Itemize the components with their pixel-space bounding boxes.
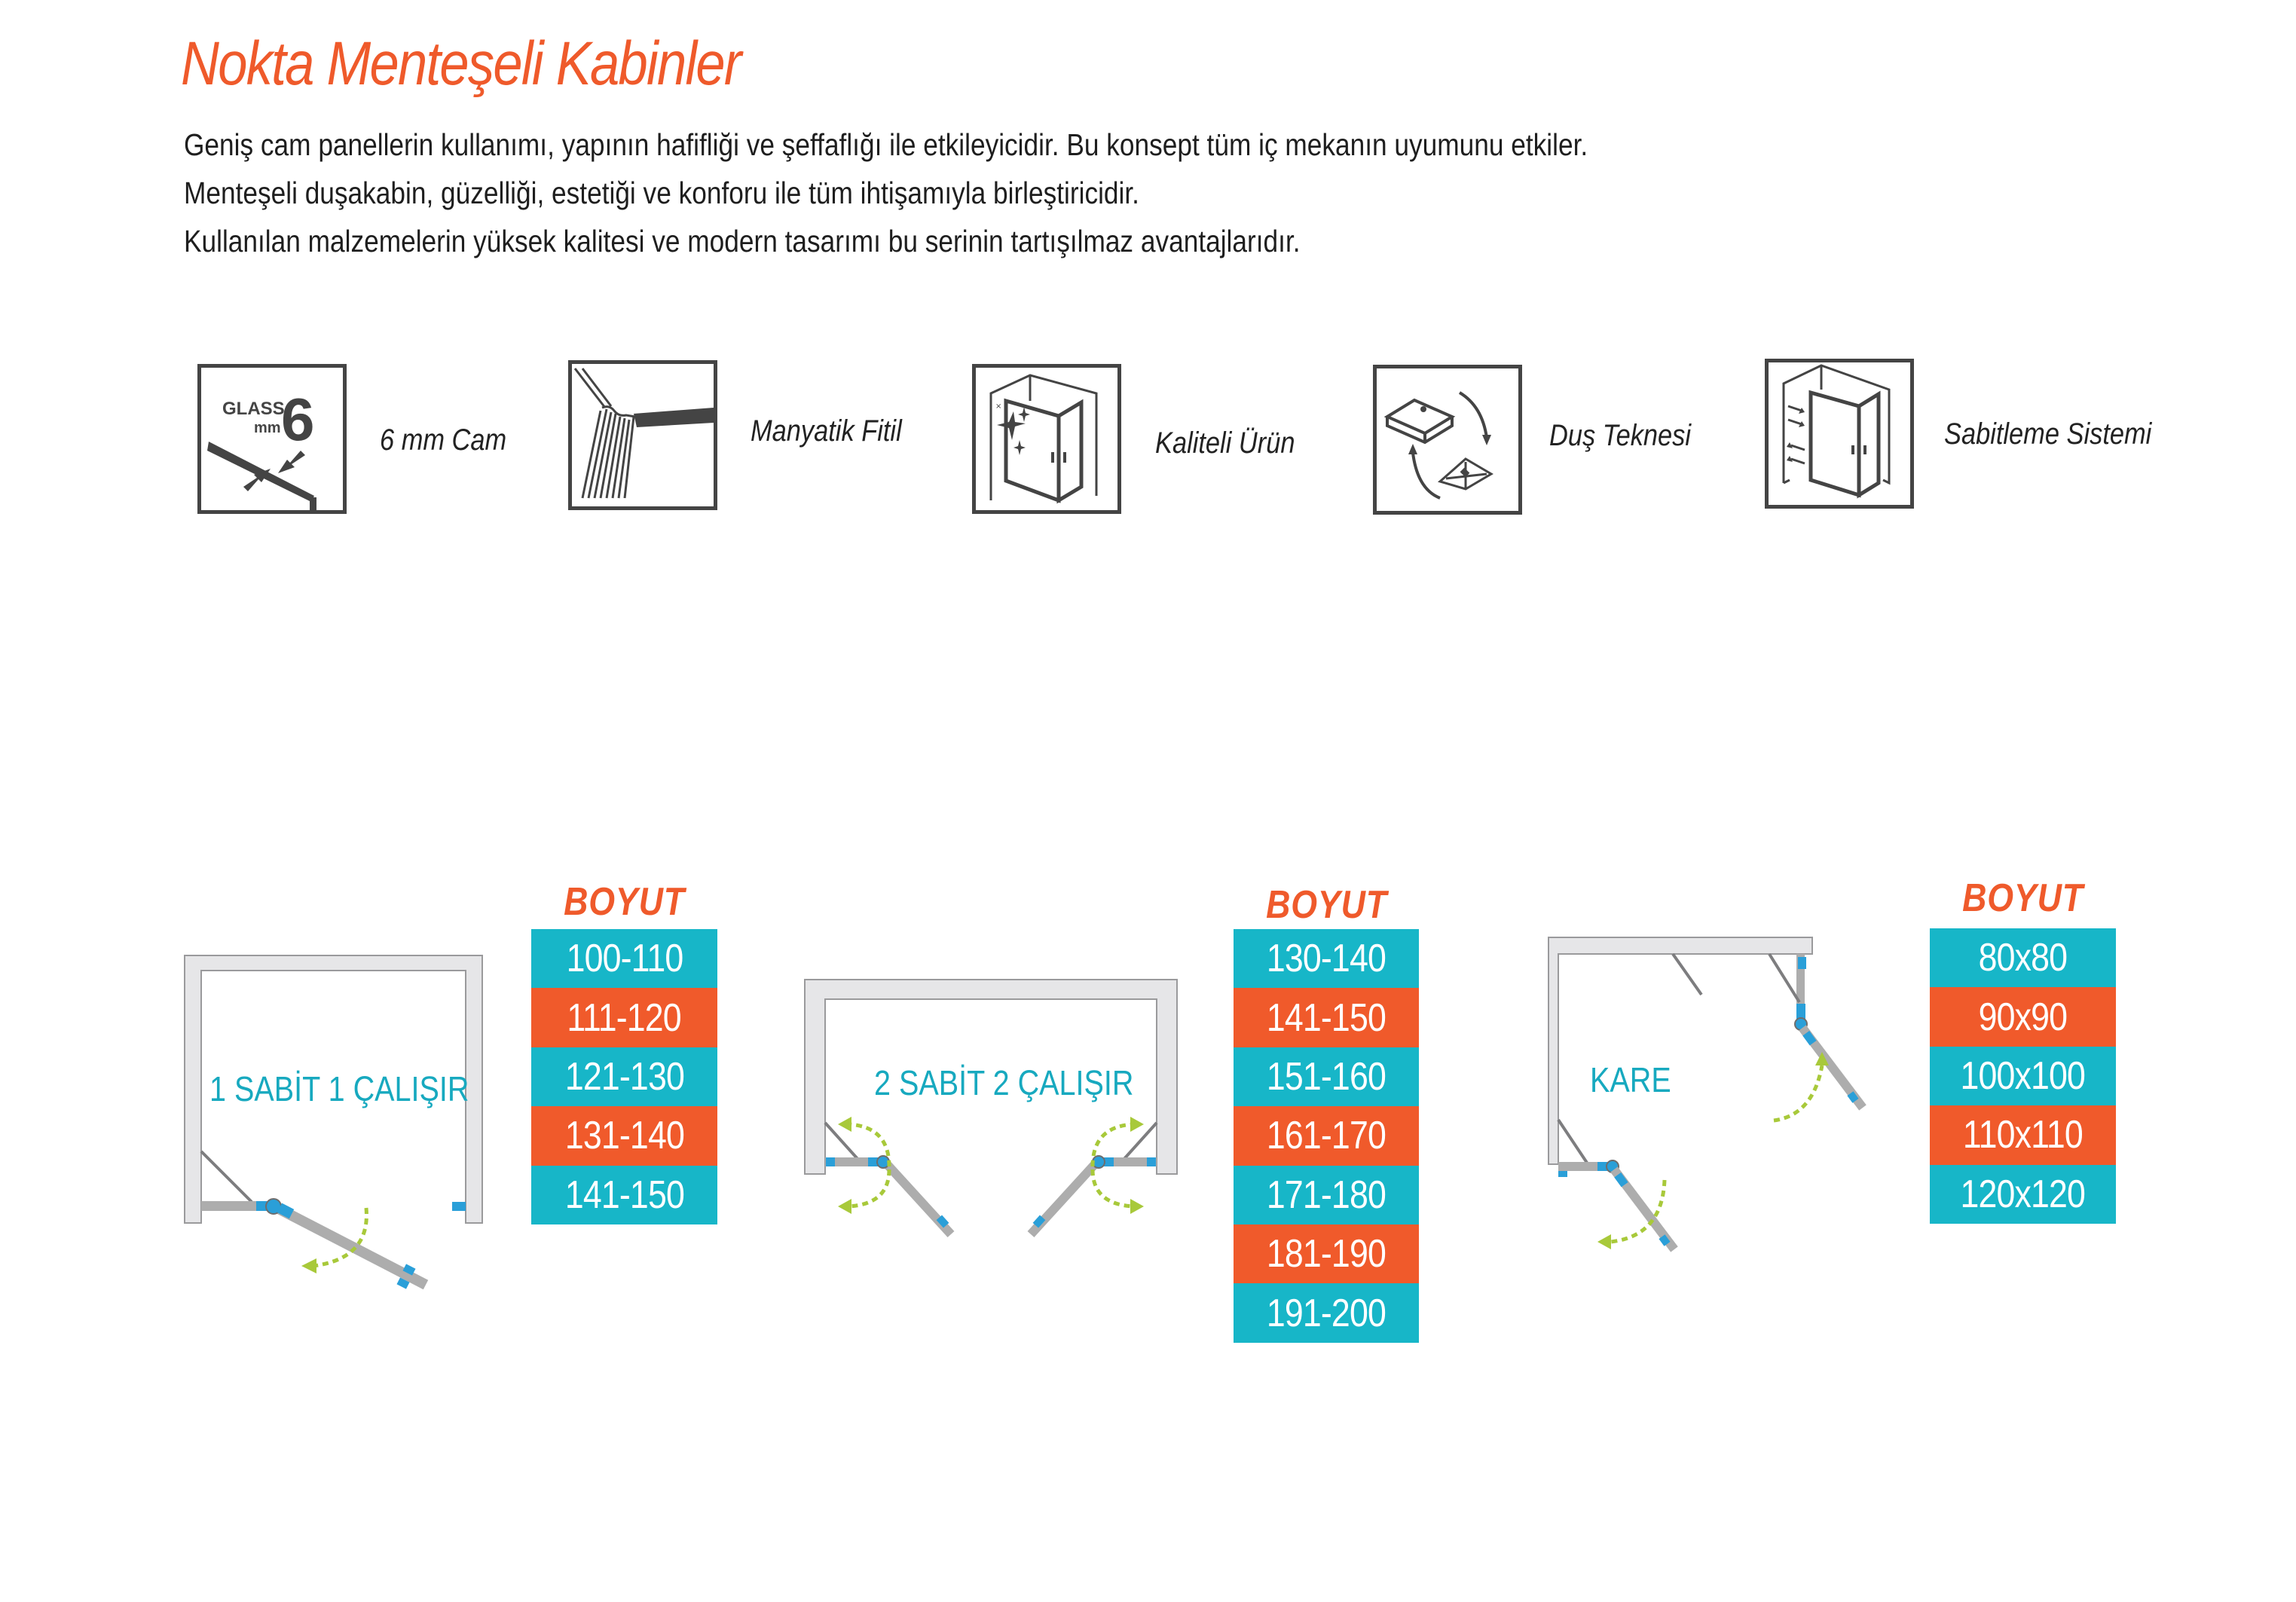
door-panel <box>270 1200 429 1290</box>
mm-text: mm <box>254 420 281 436</box>
swing-arrow-icon <box>838 1199 851 1214</box>
magnet-block <box>452 1202 466 1211</box>
feature-label-glass: 6 mm Cam <box>380 423 507 457</box>
diagram-3-label: KARE <box>1590 1060 1671 1099</box>
swing-arc <box>313 1207 368 1268</box>
size-row: 130-140 <box>1234 929 1419 989</box>
size-table-3: 80x80 90x90 100x100 110x110 120x120 <box>1930 928 2116 1224</box>
fixed-panel-brace <box>200 1150 253 1203</box>
swing-arrow-icon <box>1130 1199 1144 1214</box>
size-row: 131-140 <box>531 1106 717 1166</box>
size-row: 191-200 <box>1234 1283 1419 1343</box>
size-row: 111-120 <box>531 988 717 1047</box>
swing-arrow-icon <box>301 1258 316 1273</box>
size-heading-2: BOYUT <box>1266 883 1387 927</box>
size-row: 100x100 <box>1930 1046 2116 1106</box>
fixed-panel <box>201 1201 258 1211</box>
size-table-2: 130-140 141-150 151-160 161-170 171-180 … <box>1234 929 1419 1343</box>
diagram-2-fixed-2-hinged <box>804 979 1178 1238</box>
size-row: 141-150 <box>1234 988 1419 1047</box>
swing-arrow-icon <box>838 1117 851 1132</box>
size-table-1: 100-110 111-120 121-130 131-140 141-150 <box>531 929 717 1224</box>
intro-line: Menteşeli duşakabin, güzelliği, estetiği… <box>184 176 1139 210</box>
diagram-2-label: 2 SABİT 2 ÇALIŞIR <box>874 1063 1134 1102</box>
quality-product-icon: × <box>972 364 1121 514</box>
intro-paragraph: Geniş cam panellerin kullanımı, yapının … <box>184 121 1588 265</box>
swing-arrow-icon <box>1815 1052 1829 1065</box>
size-row: 80x80 <box>1930 928 2116 988</box>
size-row: 161-170 <box>1234 1106 1419 1166</box>
intro-line: Kullanılan malzemelerin yüksek kalitesi … <box>184 224 1301 258</box>
size-row: 141-150 <box>531 1165 717 1224</box>
size-row: 100-110 <box>531 929 717 989</box>
intro-line: Geniş cam panellerin kullanımı, yapının … <box>184 127 1588 162</box>
feature-label-fixing-system: Sabitleme Sistemi <box>1944 417 2152 451</box>
size-row: 120x120 <box>1930 1164 2116 1224</box>
diagram-1-label: 1 SABİT 1 ÇALIŞIR <box>209 1069 469 1108</box>
feature-label-magnetic-seal: Manyatik Fitil <box>751 414 902 448</box>
fixing-system-icon <box>1765 359 1914 509</box>
feature-label-shower-tray: Duş Teknesi <box>1549 419 1692 452</box>
glass-text: GLASS <box>222 399 285 419</box>
diagram-1-fixed-1-hinged <box>184 955 483 1290</box>
size-row: 181-190 <box>1234 1224 1419 1284</box>
size-heading-3: BOYUT <box>1962 876 2084 920</box>
glass-6mm-icon: GLASS mm 6 <box>197 364 347 514</box>
size-row: 110x110 <box>1930 1105 2116 1165</box>
size-heading-1: BOYUT <box>564 880 685 924</box>
shower-tray-icon <box>1373 365 1522 515</box>
diagram-3-square <box>1548 937 1866 1252</box>
size-row: 171-180 <box>1234 1165 1419 1224</box>
size-row: 121-130 <box>531 1047 717 1107</box>
magnetic-seal-icon <box>568 360 717 510</box>
feature-label-quality: Kaliteli Ürün <box>1155 426 1295 460</box>
six-number: 6 <box>281 386 315 453</box>
swing-arrow-icon <box>1597 1234 1611 1249</box>
swing-arrow-icon <box>1130 1117 1144 1132</box>
size-row: 151-160 <box>1234 1047 1419 1107</box>
size-row: 90x90 <box>1930 987 2116 1047</box>
svg-text:×: × <box>995 402 1001 411</box>
page-title: Nokta Menteşeli Kabinler <box>181 29 741 98</box>
